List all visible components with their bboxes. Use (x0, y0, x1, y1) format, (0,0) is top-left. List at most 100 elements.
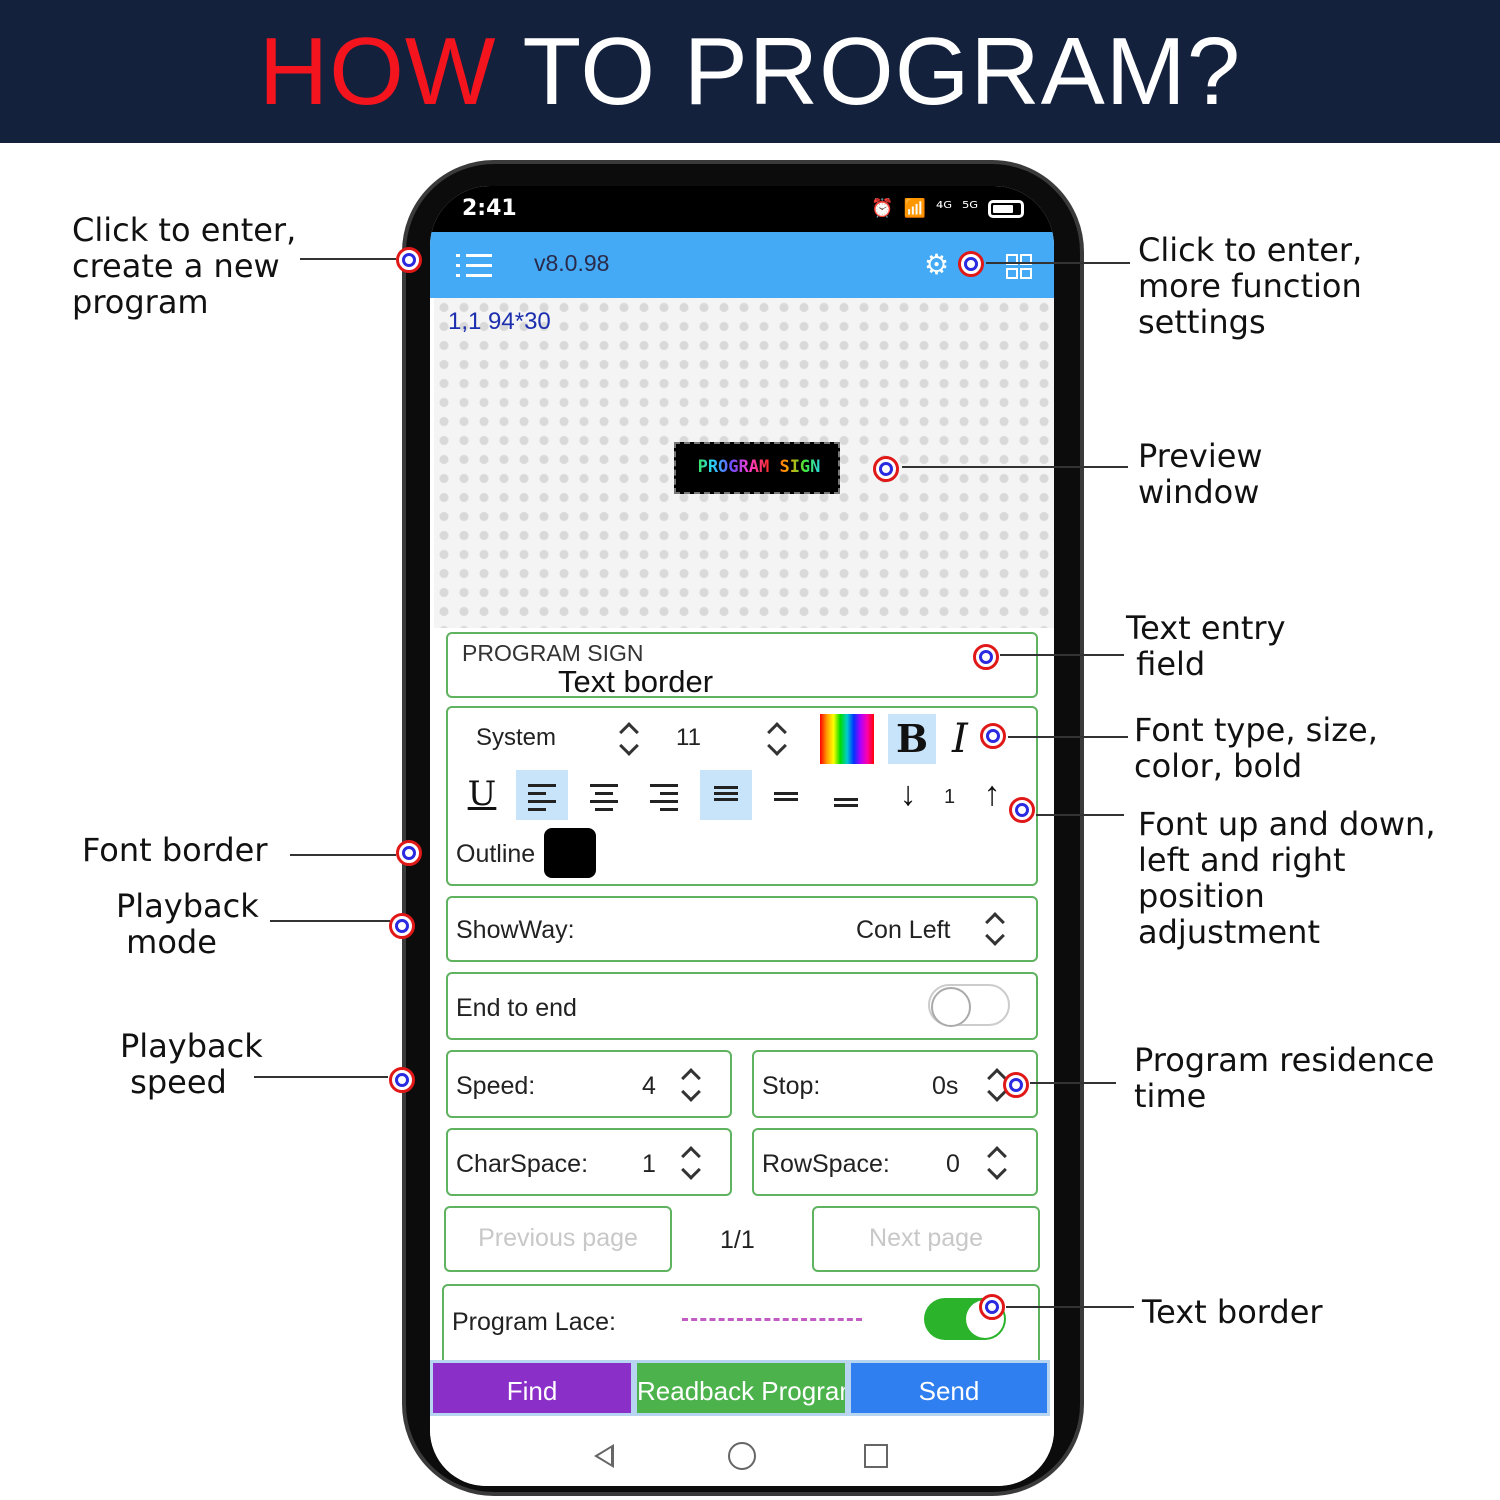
callout-font-border: Font border (82, 831, 268, 869)
callout-playback-speed: Playback speed (120, 1027, 263, 1101)
marker-font-position (1009, 797, 1035, 823)
row-space-stepper[interactable] (986, 1144, 1008, 1182)
status-time: 2:41 (462, 196, 517, 221)
leader-line (1006, 1306, 1134, 1308)
font-size[interactable]: 11 (676, 724, 701, 751)
show-way-stepper[interactable] (984, 910, 1006, 948)
outline-color-swatch[interactable] (544, 828, 596, 878)
app-version: v8.0.98 (534, 250, 610, 276)
marker-stop (1003, 1072, 1029, 1098)
sign-preview-text: PROGRAM SIGN (676, 457, 838, 477)
speed-value: 4 (642, 1072, 656, 1100)
marker-font-type (980, 723, 1006, 749)
marker-text-entry (973, 644, 999, 670)
valign-top-icon[interactable] (700, 770, 752, 820)
font-color-swatch[interactable] (820, 714, 874, 764)
font-toolbar: System 11 B I U ↓ 1 ↑ Outline (446, 706, 1038, 886)
banner-title-highlight: HOW (258, 18, 497, 125)
valign-middle-icon[interactable] (760, 770, 812, 820)
signal-5g-icon: ⁵ᴳ (962, 198, 978, 219)
arrow-up-icon[interactable]: ↑ (983, 775, 1001, 813)
wifi-icon: 📶 (903, 198, 926, 219)
speed-row: Speed: 4 (446, 1050, 732, 1118)
text-entry-field[interactable]: PROGRAM SIGN Text border (446, 632, 1038, 699)
callout-settings: Click to enter, more function settings (1138, 231, 1363, 341)
leader-line (902, 466, 1128, 468)
leader-line (1030, 1082, 1116, 1084)
coordinate-readout: 1,1 94*30 (448, 308, 551, 335)
align-center-icon[interactable] (578, 770, 630, 820)
row-space-label: RowSpace: (762, 1150, 890, 1178)
speed-stepper[interactable] (680, 1066, 702, 1104)
gear-icon[interactable]: ⚙ (924, 248, 950, 281)
stop-value: 0s (932, 1072, 959, 1100)
stop-label: Stop: (762, 1072, 821, 1100)
leader-line (1036, 814, 1124, 816)
readback-program-button[interactable]: Readback Program (634, 1360, 848, 1416)
sign-preview[interactable]: PROGRAM SIGN (674, 442, 840, 494)
program-lace-row: Program Lace: (442, 1284, 1040, 1368)
marker-menu (396, 247, 422, 273)
row-space-value: 0 (946, 1150, 960, 1178)
leader-line (270, 920, 390, 922)
find-button[interactable]: Find (430, 1360, 634, 1416)
text-entry-value: PROGRAM SIGN (462, 640, 644, 666)
program-lace-label: Program Lace: (452, 1308, 616, 1336)
marker-outline (396, 840, 422, 866)
row-space-row: RowSpace: 0 (752, 1128, 1038, 1196)
underline-button[interactable]: U (456, 770, 508, 820)
status-icons: ⏰ 📶 ⁴ᴳ ⁵ᴳ (871, 198, 1024, 219)
callout-font-type: Font type, size, color, bold (1134, 711, 1378, 785)
send-button[interactable]: Send (848, 1360, 1050, 1416)
callout-font-position: Font up and down, left and right positio… (1138, 805, 1436, 951)
home-icon[interactable] (728, 1442, 756, 1470)
callout-residence-time: Program residence time (1134, 1041, 1435, 1115)
font-size-stepper[interactable] (766, 720, 788, 758)
stop-row: Stop: 0s (752, 1050, 1038, 1118)
char-space-row: CharSpace: 1 (446, 1128, 732, 1196)
leader-line (1000, 654, 1124, 656)
recents-icon[interactable] (864, 1444, 888, 1468)
status-bar: 2:41 ⏰ 📶 ⁴ᴳ ⁵ᴳ (430, 186, 1054, 232)
preview-window[interactable]: 1,1 94*30 PROGRAM SIGN (434, 298, 1054, 628)
text-border-label: Text border (558, 664, 714, 699)
next-page-button[interactable]: Next page (812, 1206, 1040, 1272)
italic-button[interactable]: I (952, 716, 968, 762)
show-way-row[interactable]: ShowWay: Con Left (446, 896, 1038, 962)
callout-text-border: Text border (1142, 1293, 1323, 1331)
banner-title-rest: TO PROGRAM? (496, 18, 1242, 125)
font-name[interactable]: System (476, 724, 557, 751)
alarm-icon: ⏰ (871, 198, 894, 219)
leader-line (1008, 736, 1128, 738)
leader-line (986, 262, 1130, 264)
align-right-icon[interactable] (638, 770, 690, 820)
previous-page-button[interactable]: Previous page (444, 1206, 672, 1272)
menu-icon[interactable] (456, 252, 492, 280)
end-to-end-toggle[interactable] (928, 984, 1010, 1027)
char-space-value: 1 (642, 1150, 656, 1178)
callout-preview-window: Preview window (1138, 437, 1263, 511)
end-to-end-label: End to end (456, 994, 577, 1022)
char-space-label: CharSpace: (456, 1150, 589, 1178)
marker-speed (389, 1067, 415, 1093)
underline-label: U (467, 774, 497, 814)
font-name-stepper[interactable] (618, 720, 640, 758)
battery-icon (988, 199, 1024, 218)
leader-line (290, 854, 396, 856)
end-to-end-row: End to end (446, 972, 1038, 1040)
show-way-value: Con Left (856, 916, 951, 944)
char-space-stepper[interactable] (680, 1144, 702, 1182)
grid-icon[interactable] (1006, 254, 1034, 280)
align-left-icon[interactable] (516, 770, 568, 820)
callout-new-program: Click to enter, create a new program (72, 211, 297, 321)
arrow-down-icon[interactable]: ↓ (899, 775, 917, 813)
back-icon[interactable] (594, 1444, 614, 1468)
bold-button[interactable]: B (888, 714, 936, 764)
outline-label: Outline (456, 840, 536, 868)
app-bar: v8.0.98 ⚙ (430, 232, 1054, 298)
valign-bottom-icon[interactable] (820, 770, 872, 820)
position-value: 1 (944, 786, 956, 808)
signal-4g-icon: ⁴ᴳ (936, 198, 952, 219)
page-indicator: 1/1 (720, 1226, 755, 1254)
banner-title: HOW TO PROGRAM? (0, 0, 1500, 143)
